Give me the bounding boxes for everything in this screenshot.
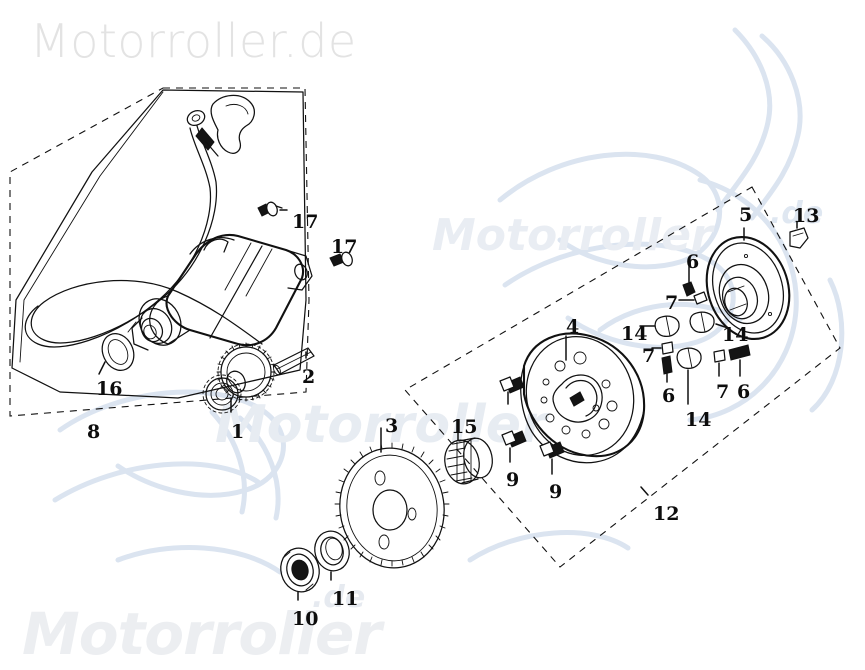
clutch-pin-6-b — [661, 355, 673, 383]
clutch-roller-14-a — [639, 315, 680, 338]
woodruff-key-13 — [789, 221, 809, 249]
watermark-bottom-text: Motorroller — [22, 600, 382, 668]
callout-5: 5 — [739, 204, 753, 226]
crankcase-cover-outline — [11, 89, 307, 399]
callout-2: 2 — [302, 366, 316, 388]
flange-bolt-9-a — [499, 376, 525, 405]
flange-bolt-17-b — [329, 243, 353, 267]
callout-14-a: 14 — [621, 323, 648, 345]
starter-clutch-hub-5 — [705, 227, 791, 341]
callout-14-b: 14 — [722, 324, 749, 346]
idle-gear-shaft-2 — [273, 347, 315, 376]
watermark-middle2-text: Motorroller — [432, 210, 713, 261]
cover-boss — [210, 94, 255, 154]
flywheel-rotor-4 — [520, 332, 646, 464]
starter-cable — [24, 109, 263, 348]
callout-6-b: 6 — [662, 385, 676, 407]
clutch-spring-7-c — [713, 349, 726, 377]
needle-roller-bearing-15 — [444, 429, 493, 485]
callout-11: 11 — [332, 588, 359, 610]
callout-17-b: 17 — [331, 236, 358, 258]
clutch-pin-6-c — [728, 344, 751, 377]
callout-8: 8 — [87, 421, 101, 443]
callout-7-b: 7 — [642, 345, 656, 367]
callout-14-c: 14 — [685, 409, 712, 431]
starter-motor-body — [127, 234, 313, 351]
callout-16: 16 — [96, 378, 123, 400]
starter-idle-gear-1 — [202, 342, 276, 414]
callout-7-a: 7 — [665, 292, 679, 314]
clutch-spring-7-a — [678, 291, 708, 305]
callout-13: 13 — [793, 205, 820, 227]
flange-bolt-17-a — [257, 201, 288, 217]
o-ring-16 — [98, 333, 135, 375]
callout-17-a: 17 — [292, 211, 319, 233]
clutch-roller-14-c — [676, 347, 702, 405]
callout-9-a: 9 — [506, 469, 520, 491]
flange-bolt-9-c — [539, 441, 565, 475]
clutch-pin-6-a — [682, 265, 696, 297]
callout-12: 12 — [653, 503, 680, 525]
callout-1: 1 — [231, 421, 245, 443]
oil-seal-10 — [280, 547, 320, 601]
callout-3: 3 — [385, 415, 399, 437]
watermark-top-text: Motorroller.de — [30, 14, 357, 68]
callout-6-c: 6 — [737, 381, 751, 403]
clutch-spring-7-b — [651, 341, 674, 355]
callout-7-c: 7 — [716, 381, 730, 403]
clutch-roller-14-b — [689, 311, 729, 334]
callout-6-a: 6 — [686, 251, 700, 273]
flange-bolt-9-b — [501, 430, 527, 463]
callout-9-b: 9 — [549, 481, 563, 503]
washer-11 — [314, 530, 350, 581]
callout-4: 4 — [566, 316, 580, 338]
group-8-boundary — [9, 87, 310, 417]
watermark-de-bottom: .de — [312, 580, 366, 615]
callout-10: 10 — [292, 608, 319, 630]
callout-15: 15 — [451, 416, 478, 438]
group-12-boundary — [404, 186, 841, 568]
